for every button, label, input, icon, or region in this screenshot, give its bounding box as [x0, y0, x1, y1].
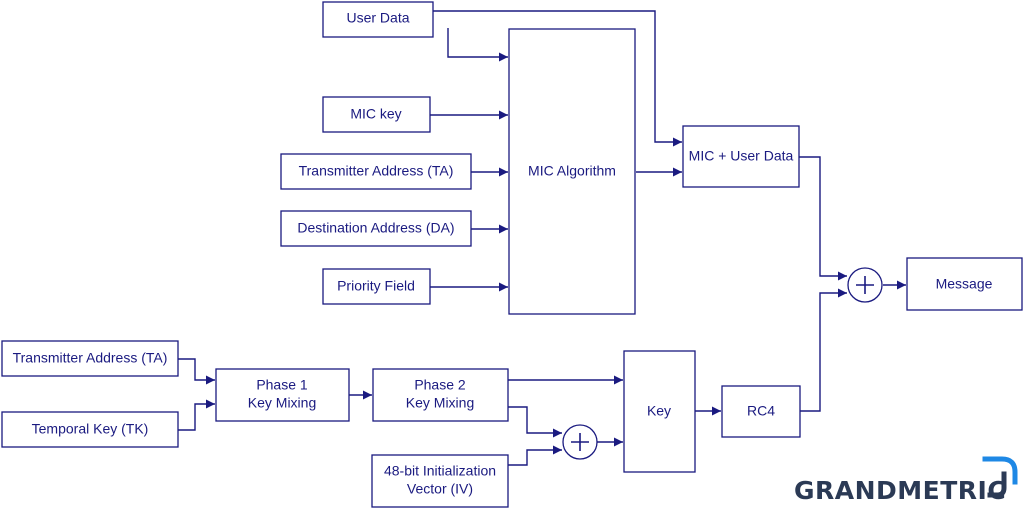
xor-node-top: [847, 267, 883, 303]
temporal-key-label: Temporal Key (TK): [32, 421, 149, 437]
logo-mark-icon: [982, 456, 1018, 485]
mic-user-data-to-xor-arrow: [799, 156, 847, 281]
node-user-data: User Data: [322, 1, 434, 38]
node-mic-key: MIC key: [322, 96, 431, 133]
connectors: [178, 10, 906, 466]
mic-key-label: MIC key: [350, 106, 401, 122]
key-label: Key: [647, 403, 671, 419]
iv-to-xor-arrow: [508, 445, 562, 466]
phase2-label-line2: Key Mixing: [406, 395, 474, 411]
grandmetric-logo: GRANDMETRIC: [794, 456, 1018, 505]
node-mic-algorithm: MIC Algorithm: [508, 28, 636, 315]
user-data-to-mic-algorithm-arrow: [447, 28, 508, 62]
node-phase1: Phase 1 Key Mixing: [215, 368, 350, 422]
node-ta-top: Transmitter Address (TA): [280, 153, 472, 190]
xor-node-bottom: [562, 424, 598, 460]
user-data-to-mic-user-data-arrow: [433, 10, 682, 147]
node-ta-bottom: Transmitter Address (TA): [1, 340, 179, 377]
node-key: Key: [623, 350, 696, 473]
ta-top-label: Transmitter Address (TA): [299, 163, 454, 179]
logo-mark-inner-icon: [987, 471, 1007, 498]
user-data-label: User Data: [346, 10, 409, 26]
iv-label-line1: 48-bit Initialization: [384, 463, 496, 479]
rc4-label: RC4: [747, 403, 775, 419]
node-message: Message: [906, 257, 1023, 311]
mic-user-data-label: MIC + User Data: [689, 148, 794, 164]
node-rc4: RC4: [721, 385, 801, 438]
logo-text: GRANDMETRIC: [794, 476, 1006, 505]
node-priority: Priority Field: [322, 268, 431, 305]
ta-bottom-to-phase1-arrow: [178, 358, 215, 385]
da-label: Destination Address (DA): [297, 220, 454, 236]
phase1-label-line1: Phase 1: [256, 377, 308, 393]
tk-to-phase1-arrow: [178, 399, 215, 431]
rc4-to-xor-arrow: [800, 288, 847, 412]
node-phase2: Phase 2 Key Mixing: [372, 368, 509, 422]
message-label: Message: [936, 276, 993, 292]
phase2-to-xor-arrow: [508, 406, 562, 438]
phase1-label-line2: Key Mixing: [248, 395, 316, 411]
node-mic-user-data: MIC + User Data: [682, 125, 800, 188]
phase2-label-line1: Phase 2: [414, 377, 466, 393]
ta-bottom-label: Transmitter Address (TA): [13, 350, 168, 366]
node-iv: 48-bit Initialization Vector (IV): [371, 454, 509, 508]
node-da: Destination Address (DA): [280, 210, 472, 247]
priority-label: Priority Field: [337, 278, 415, 294]
mic-algorithm-label: MIC Algorithm: [528, 163, 616, 179]
iv-label-line2: Vector (IV): [407, 481, 473, 497]
node-temporal-key: Temporal Key (TK): [1, 411, 179, 448]
